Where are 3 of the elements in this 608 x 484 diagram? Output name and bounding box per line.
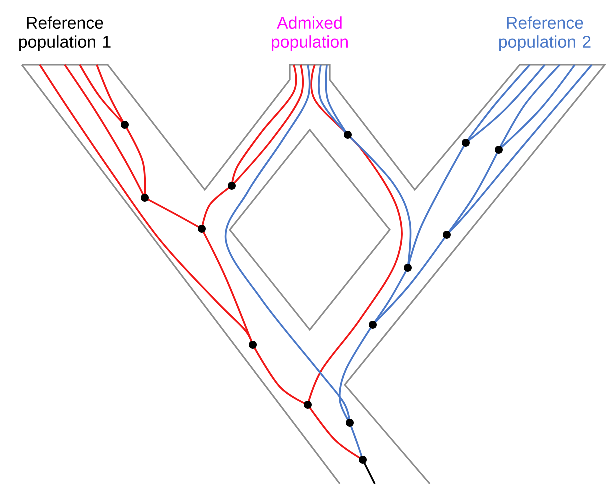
population-label: Reference population 1 <box>19 16 111 52</box>
population-label: Reference population 2 <box>499 16 591 52</box>
population-label: Admixed population <box>272 16 348 52</box>
